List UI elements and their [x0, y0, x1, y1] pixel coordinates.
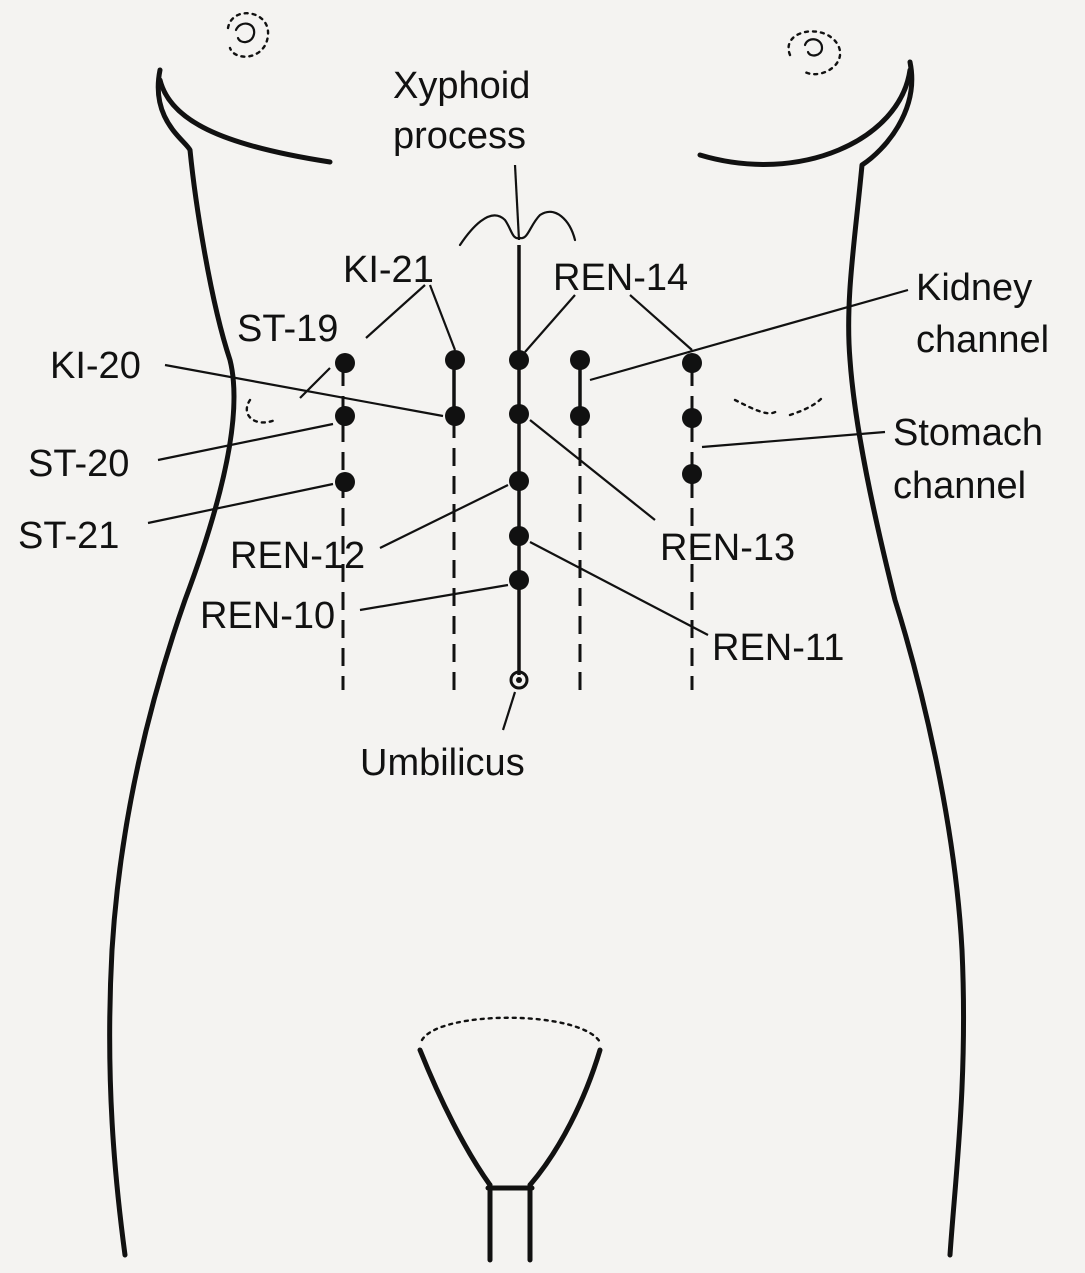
torso-right-outline — [849, 62, 964, 1255]
label-xyphoid-line1: Xyphoid — [393, 65, 530, 107]
acupoint-ren10 — [509, 570, 529, 590]
right-nipple-icon — [789, 31, 841, 74]
acupoint-ki21-left — [445, 350, 465, 370]
groin-outline — [420, 1018, 600, 1260]
acupoint-st20-left — [335, 406, 355, 426]
acupoint-ren14 — [509, 350, 529, 370]
left-breast-outline — [160, 80, 330, 162]
left-nipple-icon — [228, 13, 268, 56]
label-st21: ST-21 — [18, 515, 119, 557]
label-umbilicus: Umbilicus — [360, 742, 525, 784]
costal-arch-left — [247, 400, 275, 422]
label-ki21: KI-21 — [343, 249, 434, 291]
acupoint-ren13 — [509, 404, 529, 424]
acupoint-ki20-left — [445, 406, 465, 426]
label-st19: ST-19 — [237, 308, 338, 350]
label-ren10: REN-10 — [200, 595, 335, 637]
label-kidney-channel-line2: channel — [916, 319, 1049, 361]
costal-arch-right — [735, 398, 822, 415]
acupoint-ki20-right — [570, 406, 590, 426]
label-ren13: REN-13 — [660, 527, 795, 569]
acupoint-st20-right — [682, 408, 702, 428]
acupoint-st19-right — [682, 353, 702, 373]
acupoint-ren11 — [509, 526, 529, 546]
label-stomach-channel-line1: Stomach — [893, 412, 1043, 454]
label-stomach-channel-line2: channel — [893, 465, 1026, 507]
label-ki20: KI-20 — [50, 345, 141, 387]
acupoint-ren12 — [509, 471, 529, 491]
label-ren14: REN-14 — [553, 257, 688, 299]
acupoint-st21-left — [335, 472, 355, 492]
acupoint-ki21-right — [570, 350, 590, 370]
label-xyphoid-line2: process — [393, 115, 526, 157]
label-ren12: REN-12 — [230, 535, 365, 577]
label-st20: ST-20 — [28, 443, 129, 485]
label-kidney-channel-line1: Kidney — [916, 267, 1032, 309]
acupoint-st21-right — [682, 464, 702, 484]
label-ren11: REN-11 — [712, 627, 844, 669]
acupoint-st19-left — [335, 353, 355, 373]
torso-left-outline — [110, 70, 234, 1255]
